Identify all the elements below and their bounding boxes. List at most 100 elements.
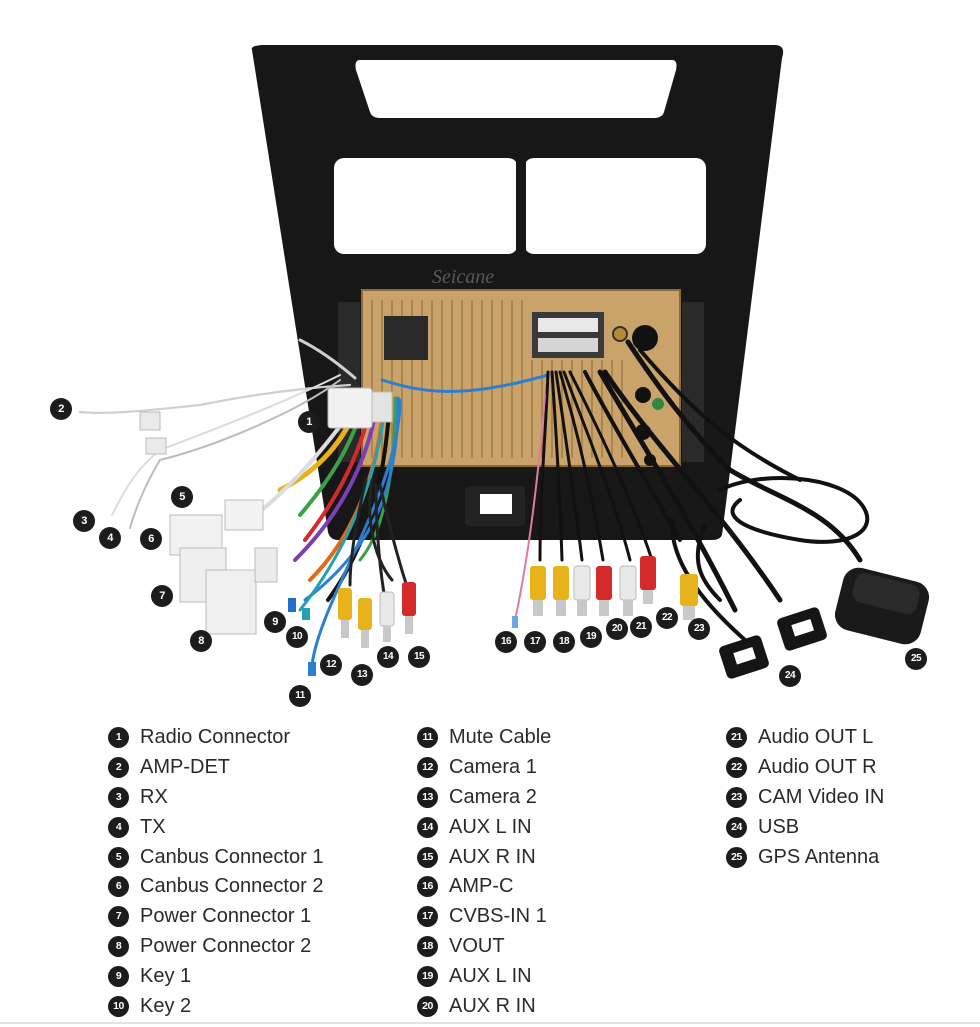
- rca-plugs-right: [530, 556, 698, 620]
- usb-plugs: [719, 607, 827, 679]
- vent-divider: [516, 155, 526, 259]
- callout-22: 22: [656, 607, 678, 629]
- legend-number: 13: [417, 786, 438, 808]
- legend-item: 14 AUX L IN: [417, 812, 551, 842]
- left-socket: [384, 316, 428, 360]
- callout-17: 17: [524, 631, 546, 653]
- legend-label: TX: [140, 815, 166, 838]
- callout-9: 9: [264, 611, 286, 633]
- legend-number: 7: [108, 906, 129, 928]
- legend-number: 19: [417, 965, 438, 987]
- legend-item: 8 Power Connector 2: [108, 932, 323, 962]
- brand-watermark: Seicane: [432, 266, 494, 288]
- legend-number: 18: [417, 935, 438, 957]
- legend-number: 8: [108, 935, 129, 957]
- legend-number: 23: [726, 786, 747, 808]
- legend-item: 20 AUX R IN: [417, 991, 551, 1021]
- legend-label: Audio OUT L: [758, 726, 874, 749]
- legend-item: 21 Audio OUT L: [726, 723, 884, 753]
- legend-item: 18 VOUT: [417, 932, 551, 962]
- legend-label: Key 1: [140, 964, 192, 987]
- legend-item: 6 Canbus Connector 2: [108, 872, 323, 902]
- legend-label: CAM Video IN: [758, 785, 885, 808]
- legend-label: AUX R IN: [449, 845, 536, 868]
- legend-label: RX: [140, 785, 168, 808]
- power-connector-2-shape: [205, 569, 257, 635]
- legend-label: Power Connector 2: [140, 934, 312, 957]
- legend-number: 16: [417, 876, 438, 898]
- legend-label: Camera 2: [449, 785, 537, 808]
- legend-label: Radio Connector: [140, 726, 291, 749]
- legend-item: 12 Camera 1: [417, 753, 551, 783]
- callout-16: 16: [495, 631, 517, 653]
- top-vent-opening: [355, 60, 677, 118]
- legend-item: 7 Power Connector 1: [108, 902, 323, 932]
- callout-24: 24: [779, 665, 801, 687]
- callout-5: 5: [171, 486, 193, 508]
- legend-label: VOUT: [449, 934, 505, 957]
- callout-10: 10: [286, 626, 308, 648]
- callout-6: 6: [140, 528, 162, 550]
- legend-item: 3 RX: [108, 783, 323, 813]
- right-vent-opening: [524, 158, 706, 254]
- legend-label: AUX L IN: [449, 815, 532, 838]
- antenna-jack: [612, 326, 628, 342]
- legend-number: 4: [108, 816, 129, 838]
- legend-label: CVBS-IN 1: [449, 905, 547, 928]
- callout-25: 25: [905, 648, 927, 670]
- legend-item: 19 AUX L IN: [417, 961, 551, 991]
- legend-number: 3: [108, 786, 129, 808]
- legend-number: 21: [726, 727, 747, 749]
- callout-14: 14: [377, 646, 399, 668]
- callout-11: 11: [289, 685, 311, 707]
- legend-item: 13 Camera 2: [417, 783, 551, 813]
- legend-label: Power Connector 1: [140, 905, 312, 928]
- callout-23: 23: [688, 618, 710, 640]
- legend-number: 20: [417, 995, 438, 1017]
- legend-label: AUX L IN: [449, 964, 532, 987]
- legend-label: Canbus Connector 1: [140, 845, 324, 868]
- legend-number: 24: [726, 816, 747, 838]
- legend-label: Audio OUT R: [758, 756, 877, 779]
- legend-number: 12: [417, 757, 438, 779]
- chassis-fins: [371, 300, 623, 458]
- callout-2: 2: [50, 398, 72, 420]
- legend-number: 6: [108, 876, 129, 898]
- legend-label: AUX R IN: [449, 994, 536, 1017]
- legend-number: 14: [417, 816, 438, 838]
- legend-number: 11: [417, 727, 438, 749]
- legend-number: 15: [417, 846, 438, 868]
- callout-13: 13: [351, 664, 373, 686]
- legend-label: GPS Antenna: [758, 845, 880, 868]
- legend-label: AMP-DET: [140, 756, 230, 779]
- callout-19: 19: [580, 626, 602, 648]
- bottom-divider: [0, 1022, 980, 1024]
- callout-21: 21: [630, 616, 652, 638]
- legend-item: 9 Key 1: [108, 961, 323, 991]
- legend-number: 10: [108, 995, 129, 1017]
- callout-15: 15: [408, 646, 430, 668]
- head-unit-illustration: Seicane: [78, 45, 930, 679]
- legend-item: 4 TX: [108, 812, 323, 842]
- legend-item: 15 AUX R IN: [417, 842, 551, 872]
- callout-8: 8: [190, 630, 212, 652]
- wiring-diagram: Seicane: [50, 45, 930, 707]
- legend-number: 9: [108, 965, 129, 987]
- radio-jack: [632, 325, 658, 351]
- legend-label: Canbus Connector 2: [140, 875, 324, 898]
- callout-18: 18: [553, 631, 575, 653]
- legend-label: Camera 1: [449, 756, 537, 779]
- callout-7: 7: [151, 585, 173, 607]
